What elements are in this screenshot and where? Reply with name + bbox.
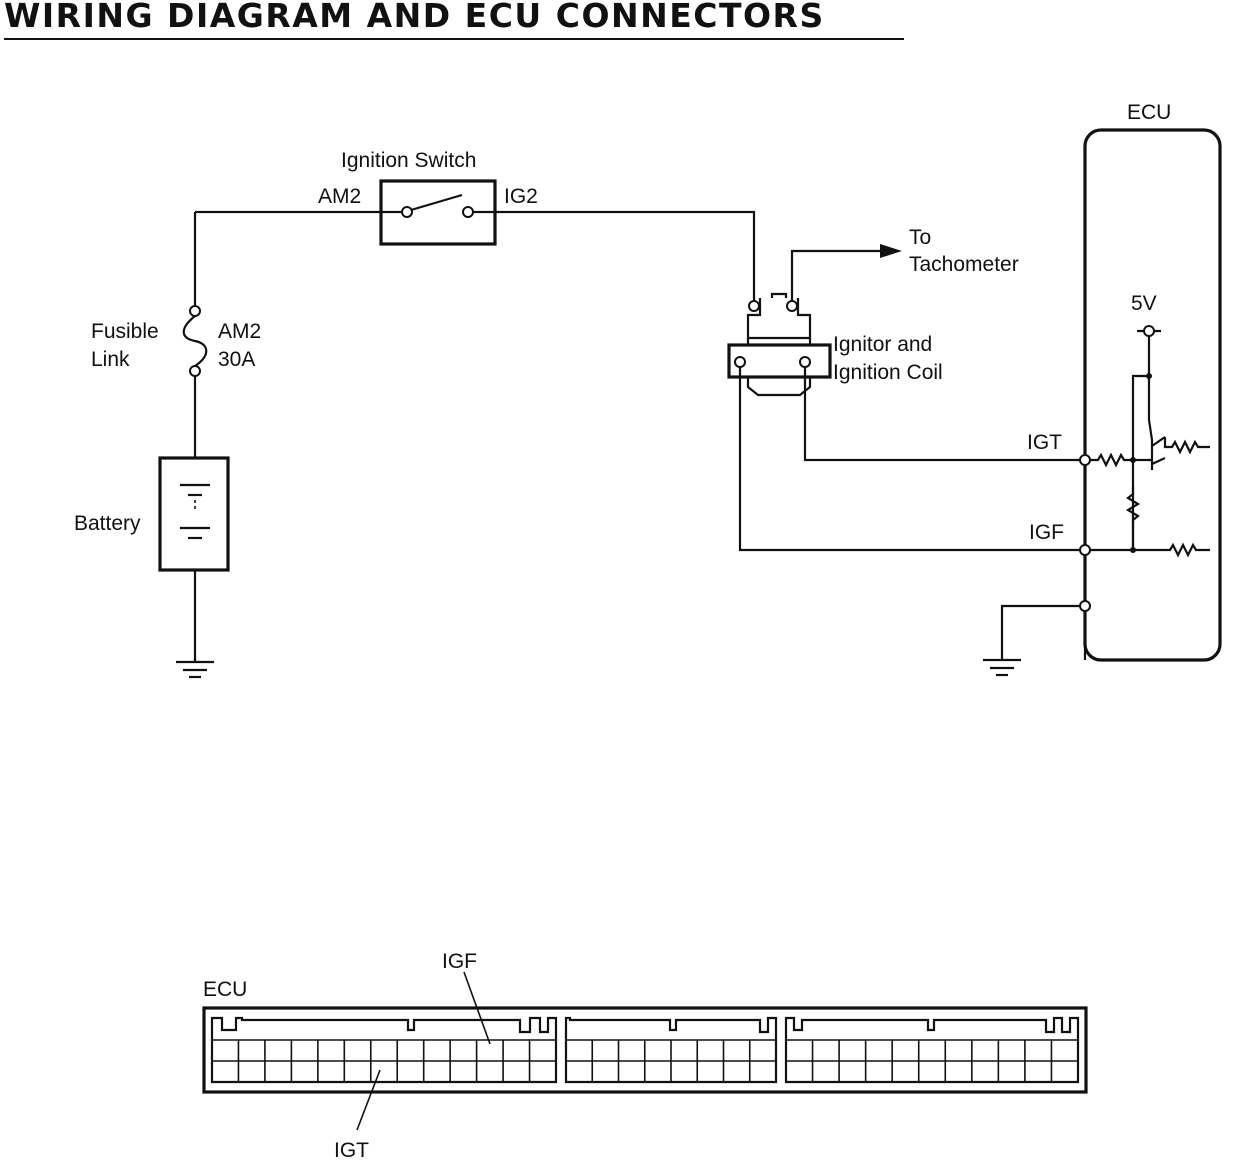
igf-terminal-label: IGF — [1029, 521, 1064, 544]
ignitor-coil — [727, 292, 832, 397]
connector-pin-grid — [212, 1039, 1078, 1082]
igt-terminal-label: IGT — [1027, 431, 1062, 454]
connector-igt-label: IGT — [334, 1139, 369, 1160]
page-title: WIRING DIAGRAM AND ECU CONNECTORS — [4, 0, 825, 35]
connector-section-3 — [784, 1016, 1080, 1084]
ignition-switch-label: Ignition Switch — [341, 149, 476, 172]
connector-section-1 — [210, 1016, 558, 1084]
ignitor-label-line2: Ignition Coil — [833, 361, 943, 384]
igf-leader-line — [463, 971, 491, 1045]
igt-leader-line — [356, 1069, 381, 1131]
wire-igf — [738, 367, 1080, 552]
ground-left — [176, 570, 214, 679]
am2-terminal-label: AM2 — [318, 185, 361, 208]
ig2-terminal-label: IG2 — [504, 185, 538, 208]
tachometer-label-line1: To — [909, 226, 931, 249]
connector-igf-label: IGF — [442, 950, 477, 973]
battery-label: Battery — [74, 512, 141, 535]
ignitor-label-line1: Ignitor and — [833, 333, 932, 356]
title-underline — [4, 38, 904, 40]
ecu-label: ECU — [1127, 101, 1171, 124]
fuse-rating-label: 30A — [218, 348, 255, 371]
fuse-name-label: AM2 — [218, 320, 261, 343]
tachometer-lead — [790, 244, 902, 301]
fusible-link — [182, 212, 208, 420]
ecu-block — [983, 128, 1222, 677]
connector-section-2 — [564, 1016, 778, 1084]
tachometer-label-line2: Tachometer — [909, 253, 1019, 276]
fusible-label-line1: Fusible — [91, 320, 159, 343]
wire-ig2 — [473, 210, 756, 302]
wire-igt — [803, 367, 1080, 462]
battery — [158, 420, 230, 572]
connector-ecu-label: ECU — [203, 978, 247, 1001]
fusible-label-line2: Link — [91, 348, 130, 371]
five-volt-label: 5V — [1131, 292, 1157, 315]
ecu-connector — [202, 971, 1088, 1131]
